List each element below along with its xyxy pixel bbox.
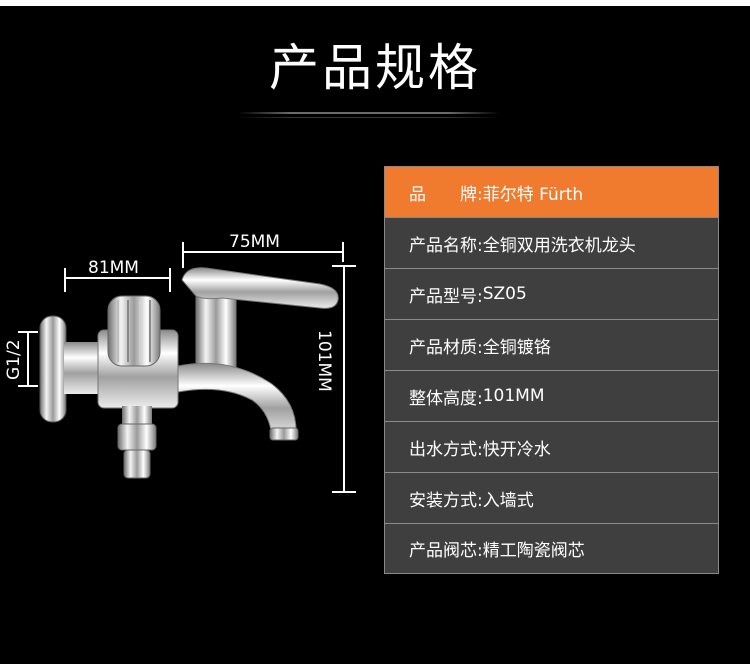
faucet-illustration [18, 242, 356, 493]
spec-row-model: 产品型号: SZ05 [385, 269, 718, 320]
spec-row-water: 出水方式: 快开冷水 [385, 422, 718, 473]
title-underline [238, 112, 500, 114]
product-diagram: 75MM 81MM 101MM G1/2 [4, 232, 356, 493]
dimension-lines [18, 242, 356, 493]
page-title: 产品规格 [269, 39, 481, 97]
spec-label: 安装方式: [409, 490, 483, 511]
spec-row-install: 安装方式: 入墙式 [385, 473, 718, 524]
title-underline-shadow [238, 117, 500, 118]
spec-row-material: 产品材质: 全铜镀铬 [385, 320, 718, 371]
spec-row-valve: 产品阀芯: 精工陶瓷阀芯 [385, 524, 718, 573]
spec-row-brand: 品 牌: 菲尔特 Fürth [385, 167, 718, 218]
spec-label: 产品材质: [409, 337, 483, 358]
top-strip [0, 0, 750, 6]
spec-value: SZ05 [482, 284, 527, 304]
spec-label: 产品名称: [409, 235, 483, 256]
dim-thread: G1/2 [4, 339, 24, 380]
dim-width-total: 75MM [229, 232, 280, 252]
spec-value: 全铜双用洗衣机龙头 [482, 235, 636, 256]
spec-value: 精工陶瓷阀芯 [482, 541, 585, 561]
spec-label: 产品阀芯: [409, 541, 483, 561]
spec-value: 全铜镀铬 [482, 337, 551, 358]
spec-label: 出水方式: [409, 439, 483, 460]
dim-width-body: 81MM [88, 258, 139, 278]
spec-label: 品 牌: [409, 184, 483, 205]
spec-value: 快开冷水 [482, 439, 551, 460]
spec-value: 101MM [482, 386, 545, 406]
spec-value: 入墙式 [482, 490, 534, 511]
spec-table: 品 牌: 菲尔特 Fürth 产品名称: 全铜双用洗衣机龙头 产品型号: SZ0… [384, 166, 719, 574]
dim-height: 101MM [314, 330, 334, 392]
spec-value: 菲尔特 Fürth [482, 184, 584, 205]
spec-row-height: 整体高度: 101MM [385, 371, 718, 422]
spec-row-name: 产品名称: 全铜双用洗衣机龙头 [385, 218, 718, 269]
spec-label: 产品型号: [409, 286, 483, 307]
spec-label: 整体高度: [409, 388, 483, 409]
